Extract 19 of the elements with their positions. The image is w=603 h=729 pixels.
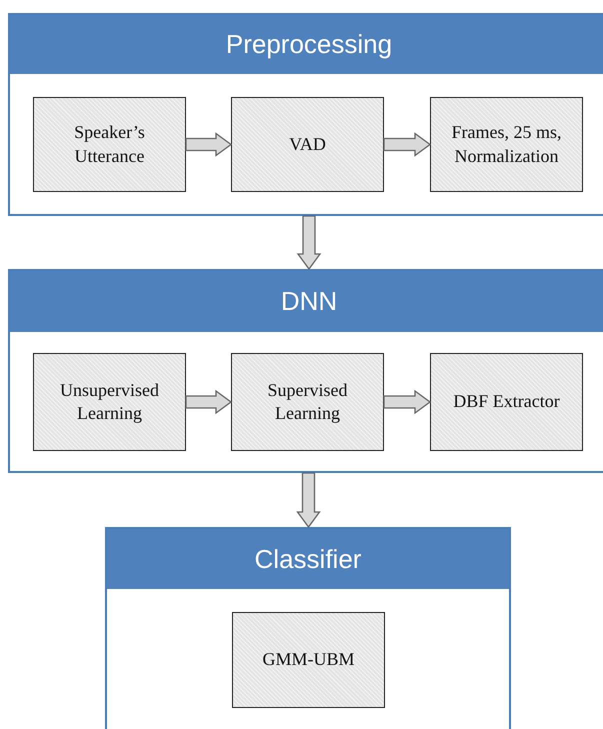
panel-title: Preprocessing xyxy=(226,29,392,60)
block-arrow xyxy=(383,390,432,414)
process-box: Speaker’s Utterance xyxy=(33,97,186,192)
section-panel xyxy=(8,269,603,473)
block-arrow xyxy=(185,390,232,414)
process-box: Unsupervised Learning xyxy=(33,353,186,451)
block-arrow xyxy=(296,215,322,270)
section-panel xyxy=(8,13,603,216)
section-panel xyxy=(105,527,511,729)
process-box: Supervised Learning xyxy=(231,353,384,451)
block-arrow xyxy=(296,472,321,528)
process-box: VAD xyxy=(231,97,384,192)
panel-title: DNN xyxy=(280,286,338,317)
block-arrow xyxy=(185,132,232,157)
block-arrow xyxy=(383,132,432,157)
panel-title: Classifier xyxy=(254,544,362,574)
process-box: DBF Extractor xyxy=(430,353,583,451)
process-box: GMM-UBM xyxy=(232,612,385,708)
process-box: Frames, 25 ms, Normalization xyxy=(430,97,583,192)
